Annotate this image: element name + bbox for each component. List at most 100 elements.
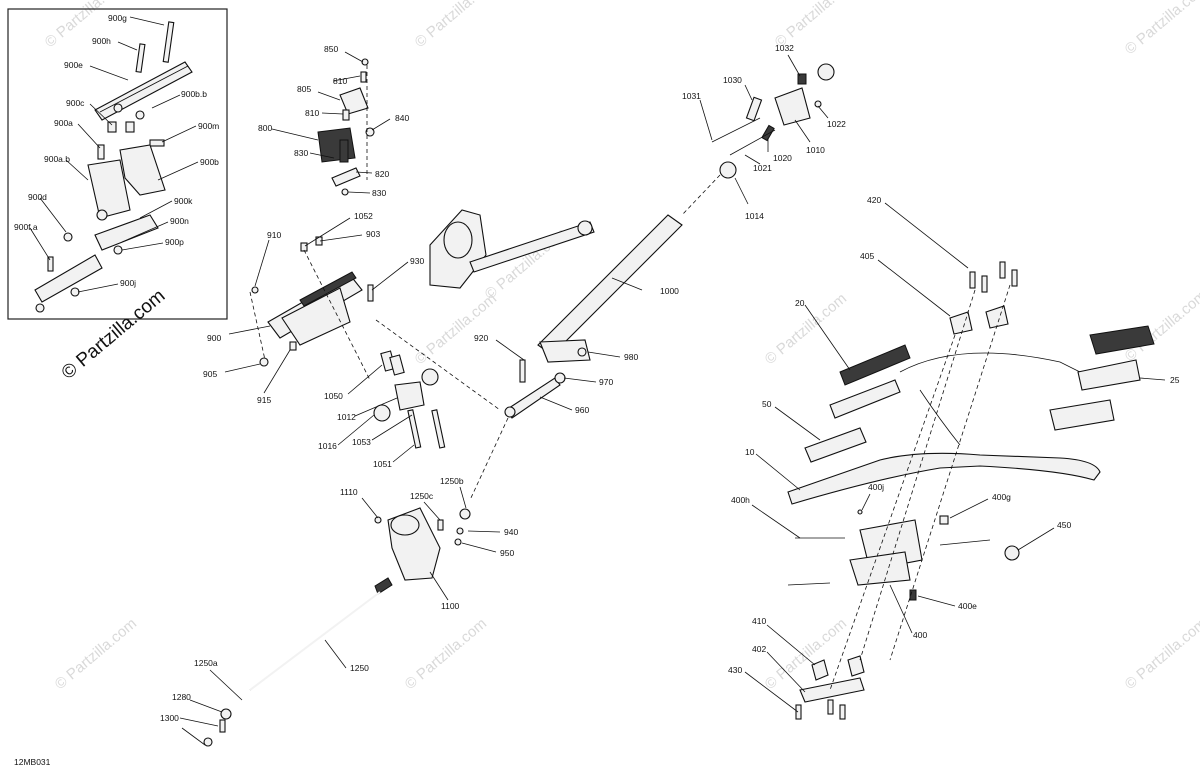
handlebar-leaders [744, 202, 1166, 713]
part-label[interactable]: 840 [395, 113, 409, 123]
part-label[interactable]: 405 [860, 251, 874, 261]
part-label[interactable]: 1012 [337, 412, 356, 422]
part-label[interactable]: 1016 [318, 441, 337, 451]
upper-bracket-leaders [271, 51, 391, 194]
part-label[interactable]: 820 [375, 169, 389, 179]
part-label[interactable]: 420 [867, 195, 881, 205]
part-label[interactable]: 430 [728, 665, 742, 675]
part-label[interactable]: 1030 [723, 75, 742, 85]
part-label[interactable]: 915 [257, 395, 271, 405]
part-label[interactable]: 903 [366, 229, 380, 239]
part-label[interactable]: 830 [294, 148, 308, 158]
part-label[interactable]: 1050 [324, 391, 343, 401]
part-label[interactable]: 1022 [827, 119, 846, 129]
watermark: © Partzilla.com [1122, 0, 1200, 58]
part-label[interactable]: 900g [108, 13, 127, 23]
part-label[interactable]: 1020 [773, 153, 792, 163]
watermark: © Partzilla.com [762, 290, 850, 368]
part-label[interactable]: 900a [54, 118, 73, 128]
watermark: © Partzilla.com [52, 615, 140, 693]
part-label[interactable]: 980 [624, 352, 638, 362]
part-label[interactable]: 905 [203, 369, 217, 379]
part-label[interactable]: 830 [372, 188, 386, 198]
part-label[interactable]: 50 [762, 399, 772, 409]
watermark: © Partzilla.com [762, 615, 850, 693]
part-label[interactable]: 400j [868, 482, 884, 492]
watermark: © Partzilla.com [402, 615, 490, 693]
part-label[interactable]: 1031 [682, 91, 701, 101]
watermark: © Partzilla.com [412, 290, 500, 368]
part-label[interactable]: 25 [1170, 375, 1180, 385]
watermark-layer: © Partzilla.com © Partzilla.com © Partzi… [42, 0, 1200, 693]
part-label[interactable]: 900b.b [181, 89, 207, 99]
part-label[interactable]: 410 [752, 616, 766, 626]
part-label[interactable]: 900c [66, 98, 85, 108]
part-label[interactable]: 900a.b [44, 154, 70, 164]
part-label[interactable]: 800 [258, 123, 272, 133]
part-label[interactable]: 810 [333, 76, 347, 86]
part-label[interactable]: 1032 [775, 43, 794, 53]
inset-leaders [29, 16, 199, 293]
part-label[interactable]: 900f.a [14, 222, 38, 232]
steering-column-leaders [375, 277, 643, 501]
part-label[interactable]: 1110 [340, 487, 358, 497]
part-label[interactable]: 920 [474, 333, 488, 343]
part-label[interactable]: 1100 [441, 601, 460, 611]
watermark: © Partzilla.com [412, 0, 500, 51]
part-label[interactable]: 900k [174, 196, 193, 206]
part-label[interactable]: 1250c [410, 491, 434, 501]
part-label[interactable]: 400 [913, 630, 927, 640]
part-label[interactable]: 900b [200, 157, 219, 167]
part-label[interactable]: 900d [28, 192, 47, 202]
part-label[interactable]: 1280 [172, 692, 191, 702]
part-label[interactable]: 900 [207, 333, 221, 343]
part-label[interactable]: 900m [198, 121, 219, 131]
column-block-parts [373, 350, 446, 449]
part-label[interactable]: 930 [410, 256, 424, 266]
part-label[interactable]: 402 [752, 644, 766, 654]
part-label[interactable]: 950 [500, 548, 514, 558]
part-label[interactable]: 1250b [440, 476, 464, 486]
part-label[interactable]: 960 [575, 405, 589, 415]
part-label[interactable]: 10 [745, 447, 755, 457]
part-label[interactable]: 900j [120, 278, 136, 288]
inset-parts [34, 21, 193, 313]
part-label[interactable]: 850 [324, 44, 338, 54]
watermark: © Partzilla.com [1122, 615, 1200, 693]
part-label[interactable]: 910 [267, 230, 281, 240]
part-label[interactable]: 900h [92, 36, 111, 46]
part-label[interactable]: 900p [165, 237, 184, 247]
part-label[interactable]: 900n [170, 216, 189, 226]
steering-bracket-parts [251, 236, 374, 367]
part-label[interactable]: 1021 [753, 163, 772, 173]
part-label[interactable]: 900e [64, 60, 83, 70]
figure-code: 12MB031 [14, 757, 51, 767]
part-label[interactable]: 1052 [354, 211, 373, 221]
part-label[interactable]: 1000 [660, 286, 679, 296]
part-label[interactable]: 1014 [745, 211, 764, 221]
part-label[interactable]: 1300 [160, 713, 179, 723]
brand-watermark: © Partzilla.com [58, 285, 170, 383]
part-label[interactable]: 1250a [194, 658, 218, 668]
steering-column-parts [429, 209, 683, 419]
part-label[interactable]: 810 [305, 108, 319, 118]
part-label[interactable]: 400g [992, 492, 1011, 502]
part-label[interactable]: 1250 [350, 663, 369, 673]
upper-bracket-parts [317, 58, 375, 196]
detail-inset-frame [7, 8, 228, 320]
lower-shaft-leaders [179, 486, 501, 746]
part-label[interactable]: 400h [731, 495, 750, 505]
column-block-leaders [337, 364, 415, 463]
part-label[interactable]: 1010 [806, 145, 825, 155]
part-label[interactable]: 450 [1057, 520, 1071, 530]
part-label[interactable]: 805 [297, 84, 311, 94]
steering-bracket-leaders [224, 217, 409, 394]
part-label[interactable]: 970 [599, 377, 613, 387]
part-label[interactable]: 20 [795, 298, 805, 308]
part-label[interactable]: 400e [958, 601, 977, 611]
part-label[interactable]: 1051 [373, 459, 392, 469]
part-label[interactable]: 940 [504, 527, 518, 537]
watermark: © Partzilla.com [42, 0, 130, 51]
part-label[interactable]: 1053 [352, 437, 371, 447]
